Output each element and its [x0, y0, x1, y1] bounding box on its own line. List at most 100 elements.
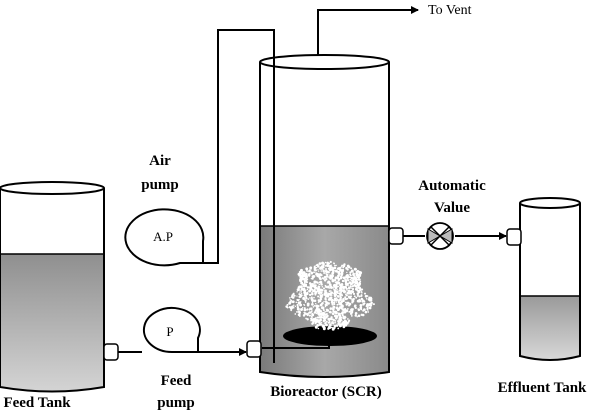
bubble: [302, 296, 306, 300]
bubble: [326, 273, 329, 276]
bubble: [337, 323, 340, 325]
bubble: [322, 264, 325, 267]
bubble: [295, 301, 298, 304]
bubble: [361, 295, 363, 297]
bubble: [351, 281, 355, 284]
feed-pump-casing: [142, 307, 201, 354]
bubble: [306, 291, 309, 293]
bubble: [296, 303, 299, 307]
bubble: [355, 274, 359, 277]
bubble: [325, 268, 327, 270]
bubble: [345, 301, 347, 304]
feed-tank-label: Feed Tank: [3, 395, 71, 411]
bubble: [313, 304, 316, 307]
bubble: [330, 265, 332, 268]
bioreactor-body: [259, 62, 390, 378]
bubble: [341, 268, 345, 272]
bubble: [327, 317, 331, 321]
bubble: [356, 295, 359, 297]
bubble: [320, 306, 324, 310]
bubble: [350, 282, 353, 284]
bubble: [334, 297, 337, 300]
bubble: [348, 311, 350, 313]
bubble: [342, 286, 345, 289]
bubble: [354, 304, 357, 308]
feed-pump-label-line1: Feed: [161, 373, 192, 389]
bubble: [370, 299, 373, 302]
bubble: [337, 301, 340, 304]
bubble: [313, 312, 316, 314]
bubble: [340, 291, 343, 294]
bubble: [344, 283, 347, 285]
bubble: [319, 318, 322, 322]
bubble: [329, 310, 332, 313]
bubble: [326, 285, 330, 289]
bioreactor-label: Bioreactor (SCR): [270, 384, 382, 400]
bubble: [338, 273, 340, 275]
bubble: [319, 294, 322, 297]
bubble: [332, 310, 335, 313]
bubble: [357, 270, 360, 274]
bubble: [304, 299, 307, 302]
bubble: [318, 286, 321, 290]
bubble: [323, 272, 325, 274]
bubble: [353, 272, 355, 275]
bubble: [320, 302, 323, 306]
bubble: [335, 316, 338, 320]
bubble: [313, 286, 316, 289]
bubble: [350, 267, 353, 270]
bubble: [366, 306, 369, 309]
bubble: [338, 314, 342, 318]
bubble: [334, 276, 338, 280]
bubble: [307, 312, 310, 314]
bubble: [353, 267, 357, 271]
bubble: [331, 321, 334, 324]
bubble: [305, 283, 308, 286]
bubble: [296, 291, 298, 293]
bubble: [286, 303, 289, 306]
bubble: [314, 280, 317, 284]
effluent-tank-label: Effluent Tank: [498, 380, 587, 396]
bubble: [361, 313, 365, 317]
bubble: [354, 306, 357, 310]
bubble: [342, 320, 346, 324]
bubble: [311, 319, 315, 322]
bubble: [311, 310, 313, 312]
air-pump-label-line2: pump: [141, 177, 179, 193]
bubble: [325, 275, 329, 278]
to-vent-label: To Vent: [428, 3, 472, 18]
bubble: [344, 308, 347, 310]
bubble: [358, 290, 361, 294]
bubble: [318, 315, 322, 319]
bubble: [309, 297, 311, 299]
bubble: [310, 319, 312, 322]
bubble: [329, 260, 332, 264]
bubble: [347, 276, 351, 279]
bubble: [308, 293, 312, 297]
bubble: [338, 280, 340, 282]
bubble: [315, 319, 319, 323]
bubble: [303, 308, 307, 312]
bubble: [336, 292, 339, 294]
bubble: [324, 311, 326, 313]
bubble: [371, 303, 373, 305]
bubble: [333, 303, 336, 305]
bubble: [360, 308, 363, 311]
bubble: [359, 275, 362, 277]
bubble: [288, 301, 292, 305]
bubble: [346, 289, 348, 291]
vent-line: [317, 6, 419, 55]
bubble: [303, 314, 306, 317]
bubble: [320, 315, 323, 317]
biomass-bubbles: [285, 260, 375, 331]
bubble: [309, 266, 313, 270]
bubble: [314, 310, 316, 312]
bubble: [290, 309, 293, 312]
air-pump-symbol: A.P: [153, 229, 173, 244]
bubble: [310, 286, 313, 290]
bioreactor-outlet-port: [388, 227, 404, 245]
bubble: [349, 285, 352, 288]
feed-tank: [0, 181, 119, 393]
bubble: [317, 288, 321, 292]
bubble: [350, 308, 353, 312]
